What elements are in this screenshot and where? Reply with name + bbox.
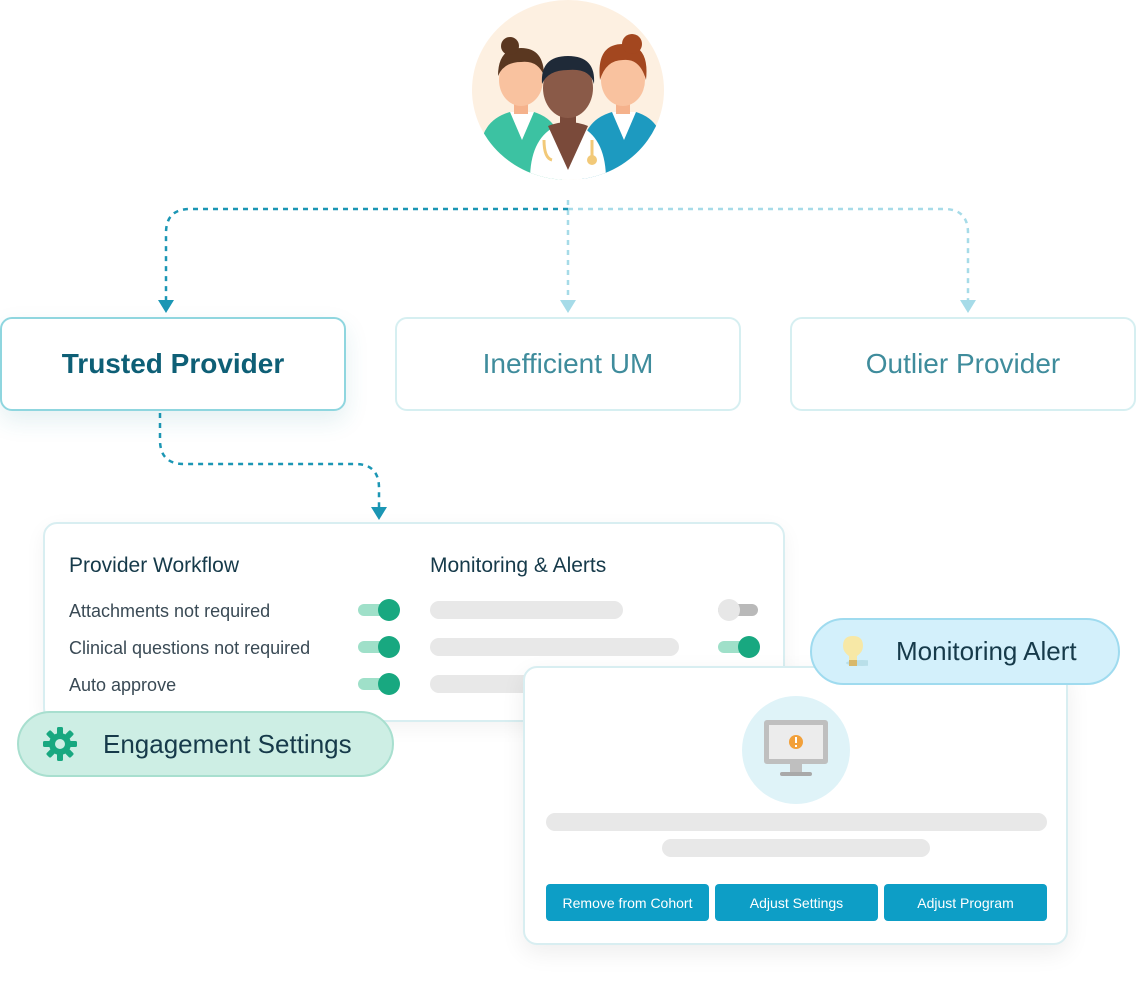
adjust-program-button[interactable]: Adjust Program xyxy=(884,884,1047,921)
connector-to-trusted xyxy=(164,207,568,303)
monitoring-alert-pill: Monitoring Alert xyxy=(810,618,1120,685)
placeholder-bar xyxy=(430,601,623,619)
engagement-settings-card: Provider Workflow Monitoring & Alerts At… xyxy=(43,522,785,722)
monitoring-alert-label: Monitoring Alert xyxy=(896,636,1077,666)
providers-illustration xyxy=(480,34,664,180)
connector-to-settings xyxy=(158,413,381,508)
attachments-alert-toggle[interactable] xyxy=(718,599,760,621)
monitoring-alerts-title: Monitoring & Alerts xyxy=(430,554,607,577)
category-trusted-provider[interactable]: Trusted Provider xyxy=(0,317,346,411)
placeholder-bar xyxy=(662,839,930,857)
engagement-settings-label: Engagement Settings xyxy=(103,728,352,759)
adjust-settings-button[interactable]: Adjust Settings xyxy=(715,884,878,921)
setting-row-label: Clinical questions not required xyxy=(69,638,311,658)
remove-from-cohort-button[interactable]: Remove from Cohort xyxy=(546,884,709,921)
provider-workflow-title: Provider Workflow xyxy=(69,554,239,577)
category-inefficient-um[interactable]: Inefficient UM xyxy=(395,317,741,411)
connector-to-outlier xyxy=(568,207,970,303)
auto-approve-toggle[interactable] xyxy=(358,673,400,695)
gear-icon xyxy=(41,725,79,763)
category-inefficient-label: Inefficient UM xyxy=(482,348,654,379)
monitoring-alert-card: Remove from Cohort Adjust Settings Adjus… xyxy=(523,666,1068,945)
placeholder-bar xyxy=(546,813,1047,831)
category-outlier-provider[interactable]: Outlier Provider xyxy=(790,317,1136,411)
setting-row-label: Attachments not required xyxy=(69,601,271,621)
category-trusted-label: Trusted Provider xyxy=(61,348,285,379)
clinical-questions-toggle[interactable] xyxy=(358,636,400,658)
arrowhead-outlier xyxy=(960,300,976,313)
placeholder-bar xyxy=(430,675,550,693)
arrowhead-inefficient xyxy=(560,300,576,313)
monitor-warning-icon xyxy=(742,696,850,804)
engagement-settings-pill: Engagement Settings xyxy=(17,711,394,777)
arrowhead-settings xyxy=(371,507,387,520)
arrowhead-trusted xyxy=(158,300,174,313)
placeholder-bar xyxy=(430,638,679,656)
setting-row-label: Auto approve xyxy=(69,675,177,695)
lightbulb-icon xyxy=(834,633,872,671)
attachments-toggle[interactable] xyxy=(358,599,400,621)
category-outlier-label: Outlier Provider xyxy=(865,348,1061,379)
clinical-questions-alert-toggle[interactable] xyxy=(718,636,760,658)
providers-avatar xyxy=(472,0,664,180)
